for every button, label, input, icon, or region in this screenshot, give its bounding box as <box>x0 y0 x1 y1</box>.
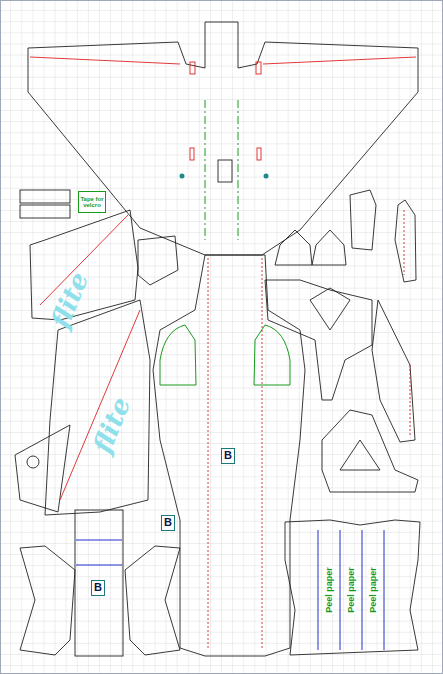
part-letter: B <box>224 450 232 462</box>
note-text: Tape for velcro <box>80 196 104 209</box>
part-marker-box: B <box>161 515 175 531</box>
part-letter: B <box>164 517 172 529</box>
part-letter: B <box>94 582 102 594</box>
peel-note: Peel paper <box>368 566 378 614</box>
part-marker-box: B <box>91 580 105 596</box>
peel-note: Peel paper <box>324 566 334 614</box>
peel-note: Peel paper <box>346 566 356 614</box>
part-marker-box: B <box>221 448 235 464</box>
note-box: Tape for velcro <box>78 191 106 213</box>
